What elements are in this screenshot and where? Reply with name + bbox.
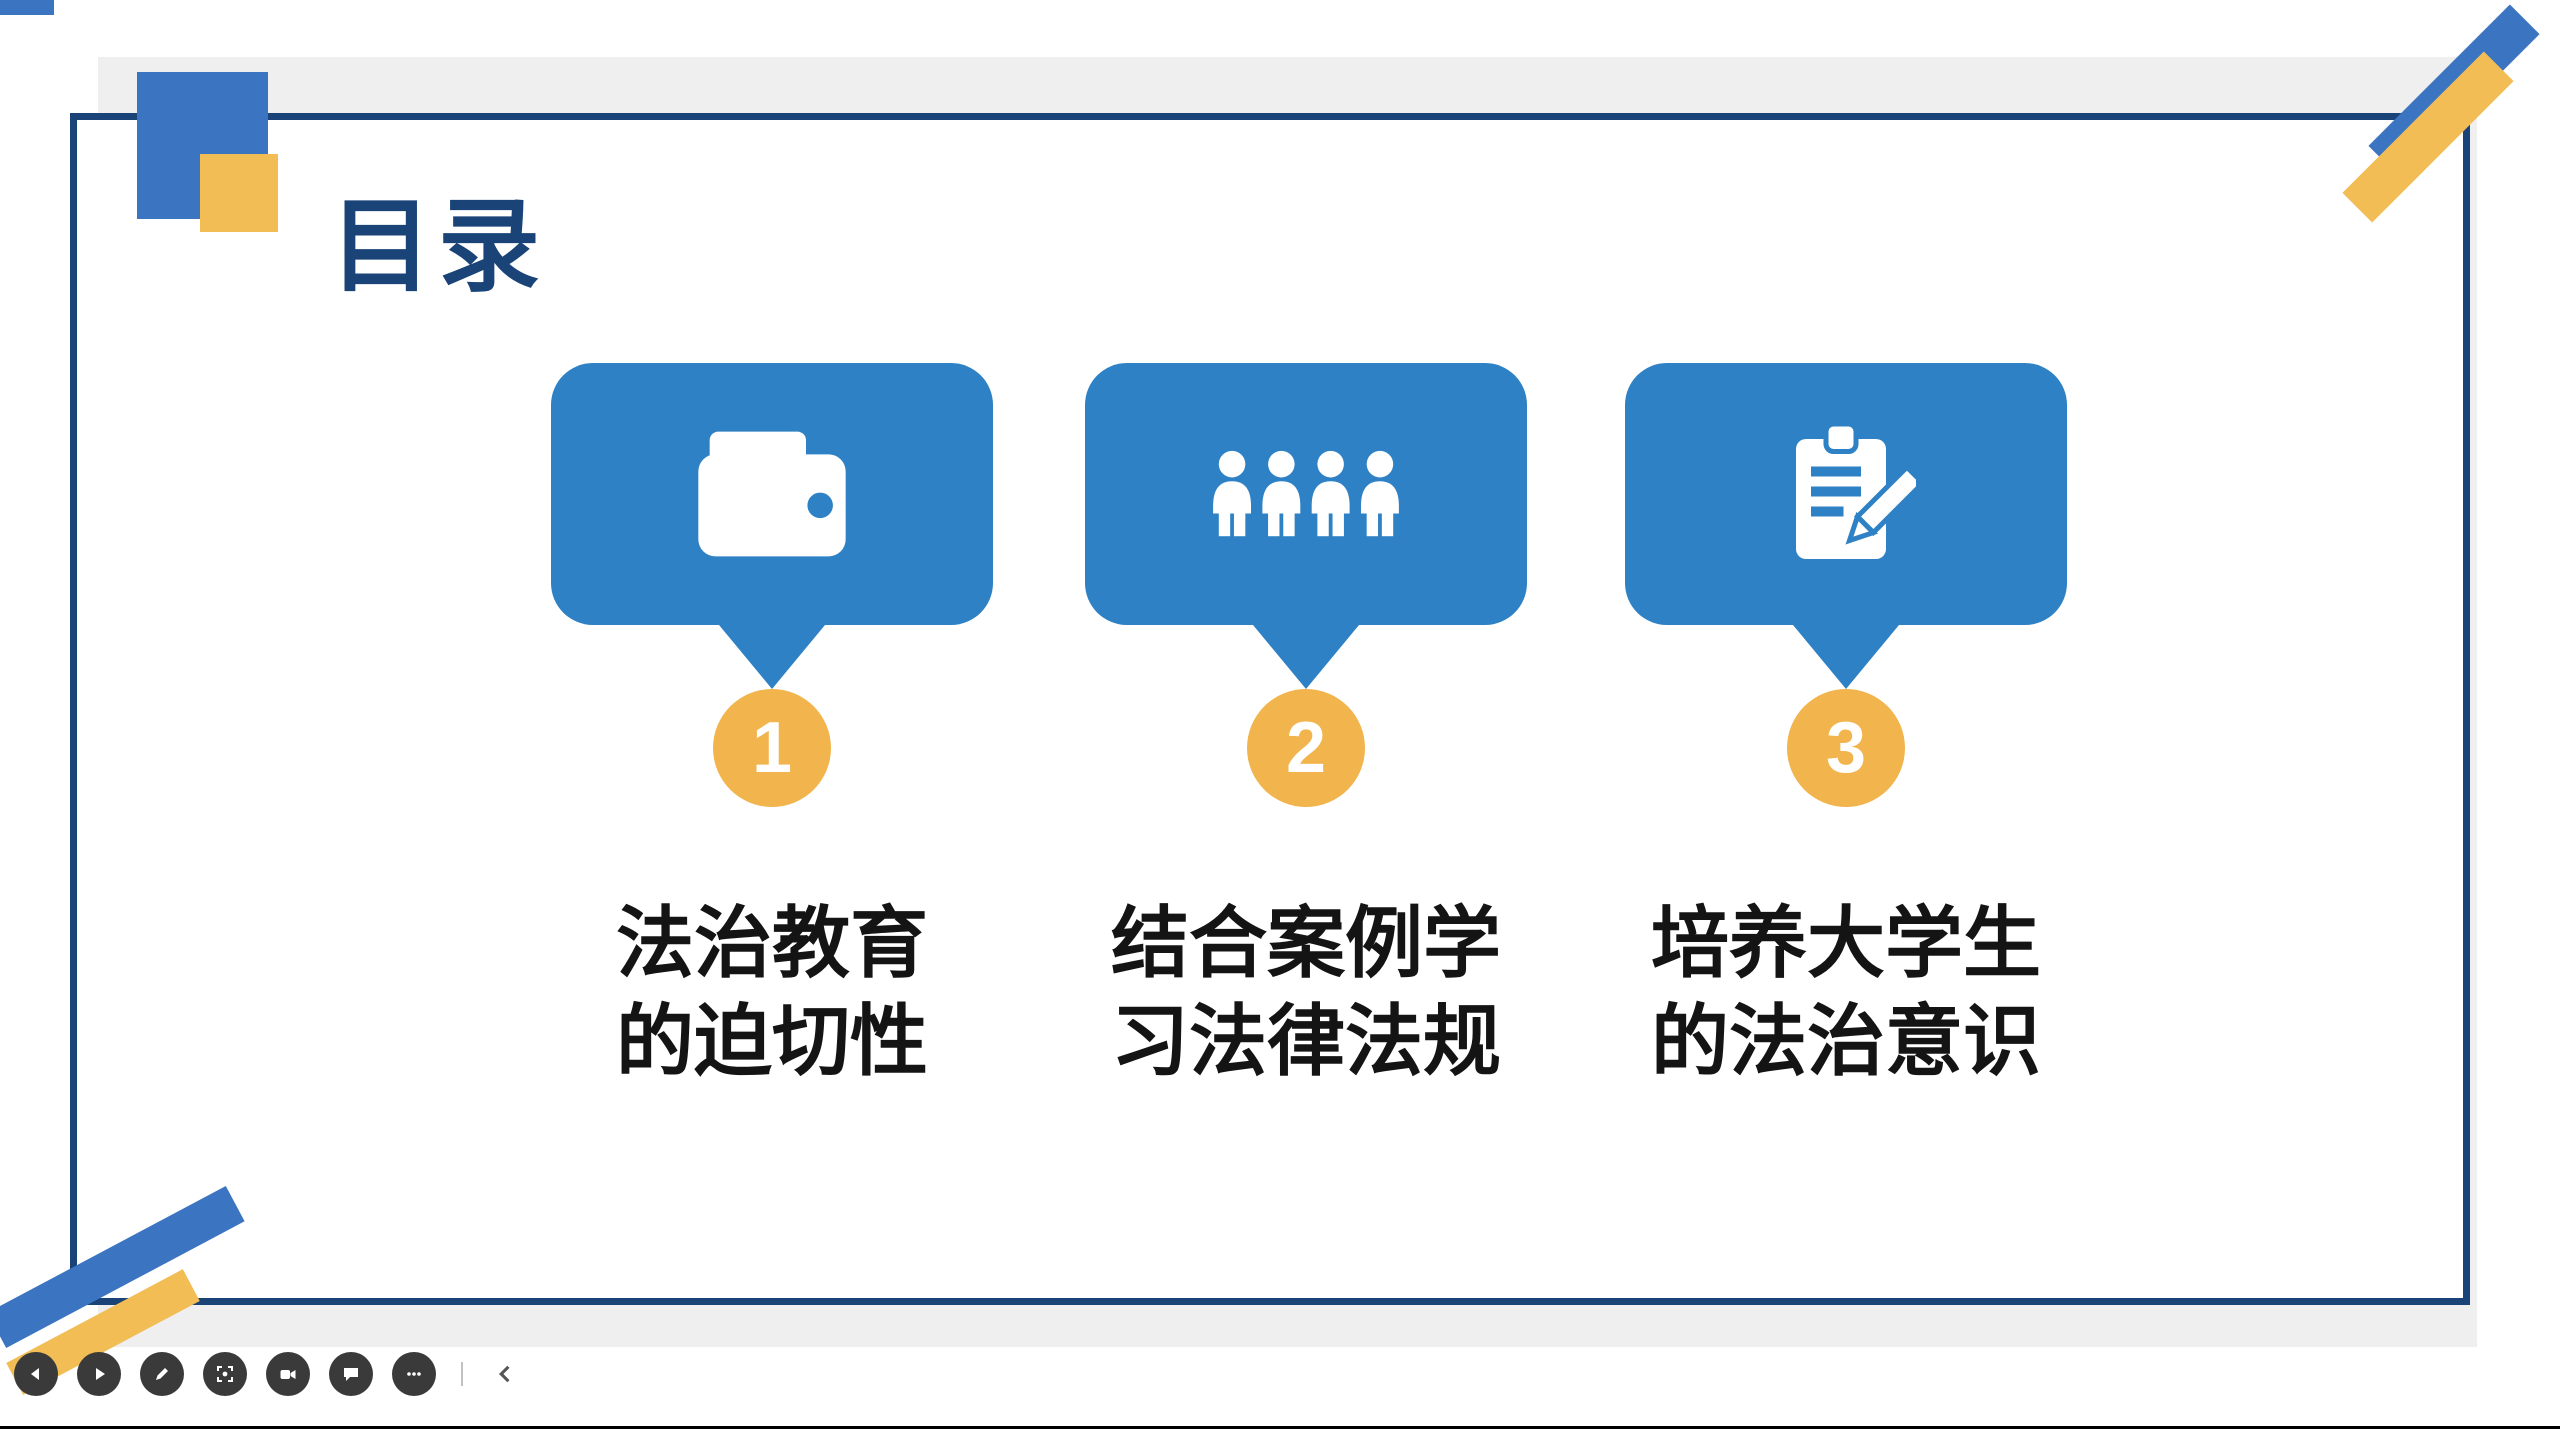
pen-icon <box>156 1368 168 1380</box>
spotlight-icon <box>217 1366 233 1382</box>
callout-bubble <box>551 363 993 625</box>
clipboard-pencil-icon <box>1796 421 1916 559</box>
slide-title: 目录 <box>330 190 546 304</box>
spotlight-button[interactable] <box>203 1352 247 1396</box>
comment-icon <box>344 1368 358 1381</box>
item-label-line2: 的迫切性 <box>615 996 928 1085</box>
item-label: 法治教育 的迫切性 <box>616 895 928 1090</box>
pen-button[interactable] <box>140 1352 184 1396</box>
item-label-line1: 结合案例学 <box>1110 899 1501 987</box>
toc-item: 1 法治教育 的迫切性 <box>492 363 1052 1090</box>
camera-button[interactable] <box>266 1352 310 1396</box>
play-icon <box>96 1368 105 1380</box>
number-badge: 1 <box>713 689 831 807</box>
callout-bubble <box>1085 363 1527 625</box>
item-label: 结合案例学 习法律法规 <box>1111 895 1501 1090</box>
play-button[interactable] <box>77 1352 121 1396</box>
item-label-line1: 培养大学生 <box>1650 899 2041 987</box>
wallet-icon <box>698 431 846 557</box>
more-options-button[interactable] <box>392 1352 436 1396</box>
toc-item: 2 结合案例学 习法律法规 <box>1026 363 1586 1090</box>
item-label-line2: 的法治意识 <box>1650 996 2041 1085</box>
more-options-icon <box>407 1372 421 1376</box>
number-badge: 2 <box>1247 689 1365 807</box>
corner-accent <box>0 0 54 15</box>
callout-bubble <box>1625 363 2067 625</box>
previous-icon <box>31 1368 39 1380</box>
toolbar-divider <box>461 1362 463 1386</box>
number-badge: 3 <box>1787 689 1905 807</box>
screen-bottom-edge <box>0 1426 2560 1429</box>
comment-button[interactable] <box>329 1352 373 1396</box>
toc-item: 3 培养大学生 的法治意识 <box>1566 363 2126 1090</box>
camera-icon <box>280 1370 296 1379</box>
presenter-toolbar <box>14 1352 524 1396</box>
people-group-icon <box>1213 450 1399 536</box>
item-label-line2: 习法律法规 <box>1110 996 1501 1085</box>
decor-square-yellow <box>200 154 278 232</box>
chevron-left-icon <box>498 1365 510 1383</box>
previous-slide-button[interactable] <box>14 1352 58 1396</box>
item-label-line1: 法治教育 <box>615 899 928 987</box>
item-label: 培养大学生 的法治意识 <box>1651 895 2041 1090</box>
collapse-toolbar-button[interactable] <box>488 1352 524 1396</box>
